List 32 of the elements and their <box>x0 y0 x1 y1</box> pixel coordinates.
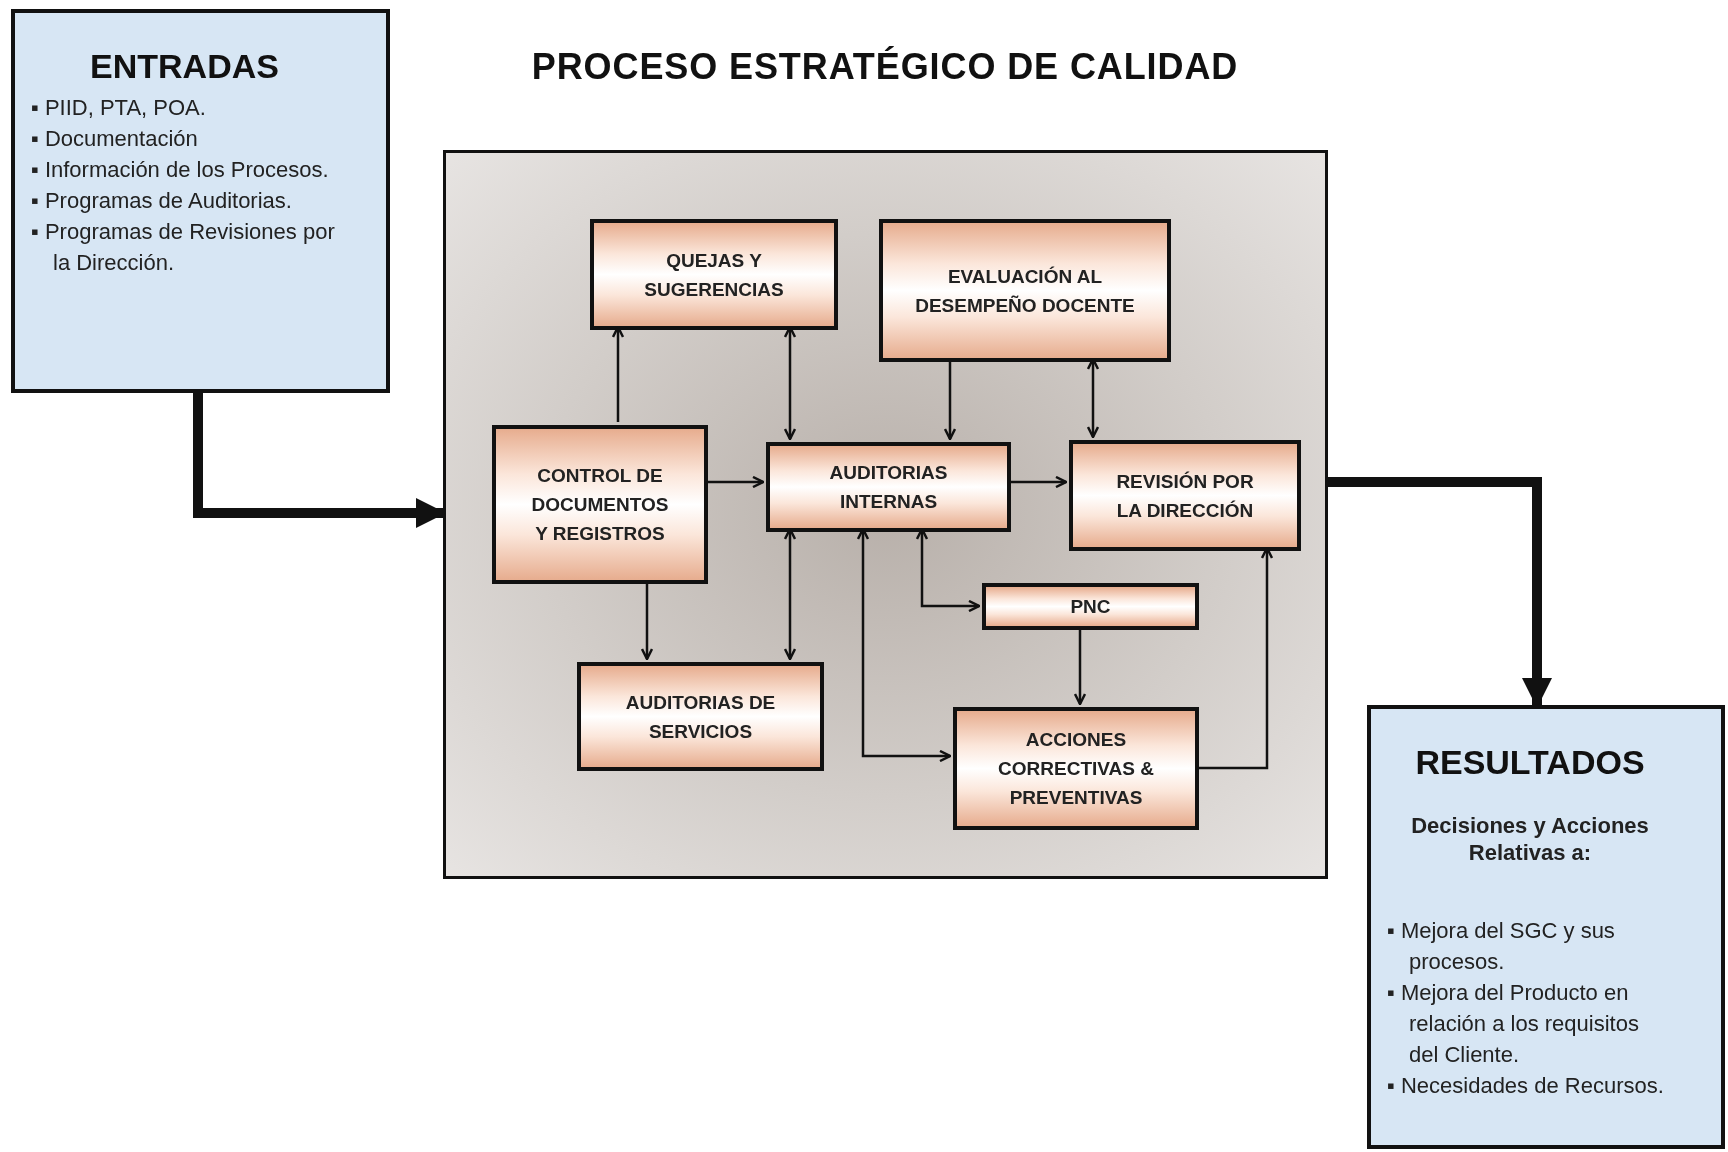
list-item: ▪ Necesidades de Recursos. <box>1387 1071 1665 1100</box>
box-label: CONTROL DE DOCUMENTOS Y REGISTROS <box>530 464 670 546</box>
process-box <box>982 583 1199 630</box>
process-panel <box>443 150 1328 879</box>
list-item: ▪ Programas de Auditorias. <box>31 186 293 215</box>
list-item: ▪ Mejora del SGC y sus procesos. <box>1387 916 1616 976</box>
box-label: AUDITORIAS INTERNAS <box>828 461 949 514</box>
box-heading: ENTRADAS <box>89 46 280 87</box>
diagram-title: PROCESO ESTRATÉGICO DE CALIDAD <box>530 45 1240 89</box>
list-item: ▪ Mejora del Producto en relación a los requisitos del Cliente. <box>1387 978 1640 1069</box>
box-label: REVISIÓN POR LA DIRECCIÓN <box>1115 469 1255 523</box>
thick-arrow <box>1328 477 1552 708</box>
list-item: ▪ Documentación <box>31 124 199 153</box>
process-box <box>953 707 1199 830</box>
process-box <box>879 219 1171 362</box>
box-label: PNC <box>1070 595 1111 619</box>
list-item: ▪ Programas de Revisiones por la Dirección. <box>31 217 336 277</box>
process-box <box>577 662 824 771</box>
box-label: QUEJAS Y SUGERENCIAS <box>643 248 785 302</box>
process-box <box>492 425 708 584</box>
process-box <box>1069 440 1301 551</box>
list-item: ▪ Información de los Procesos. <box>31 155 330 184</box>
box-label: EVALUACIÓN AL DESEMPEÑO DOCENTE <box>915 264 1135 318</box>
list-item: ▪ PIID, PTA, POA. <box>31 93 207 122</box>
box-label: AUDITORIAS DE SERVICIOS <box>624 690 777 744</box>
box-heading: RESULTADOS <box>1414 742 1646 783</box>
results-box <box>1367 705 1725 1149</box>
process-box <box>590 219 838 330</box>
box-label: ACCIONES CORRECTIVAS & PREVENTIVAS <box>997 728 1155 810</box>
process-box <box>766 442 1011 532</box>
box-subheading: Decisiones y Acciones Relativas a: <box>1410 811 1650 867</box>
inputs-box <box>11 9 390 393</box>
